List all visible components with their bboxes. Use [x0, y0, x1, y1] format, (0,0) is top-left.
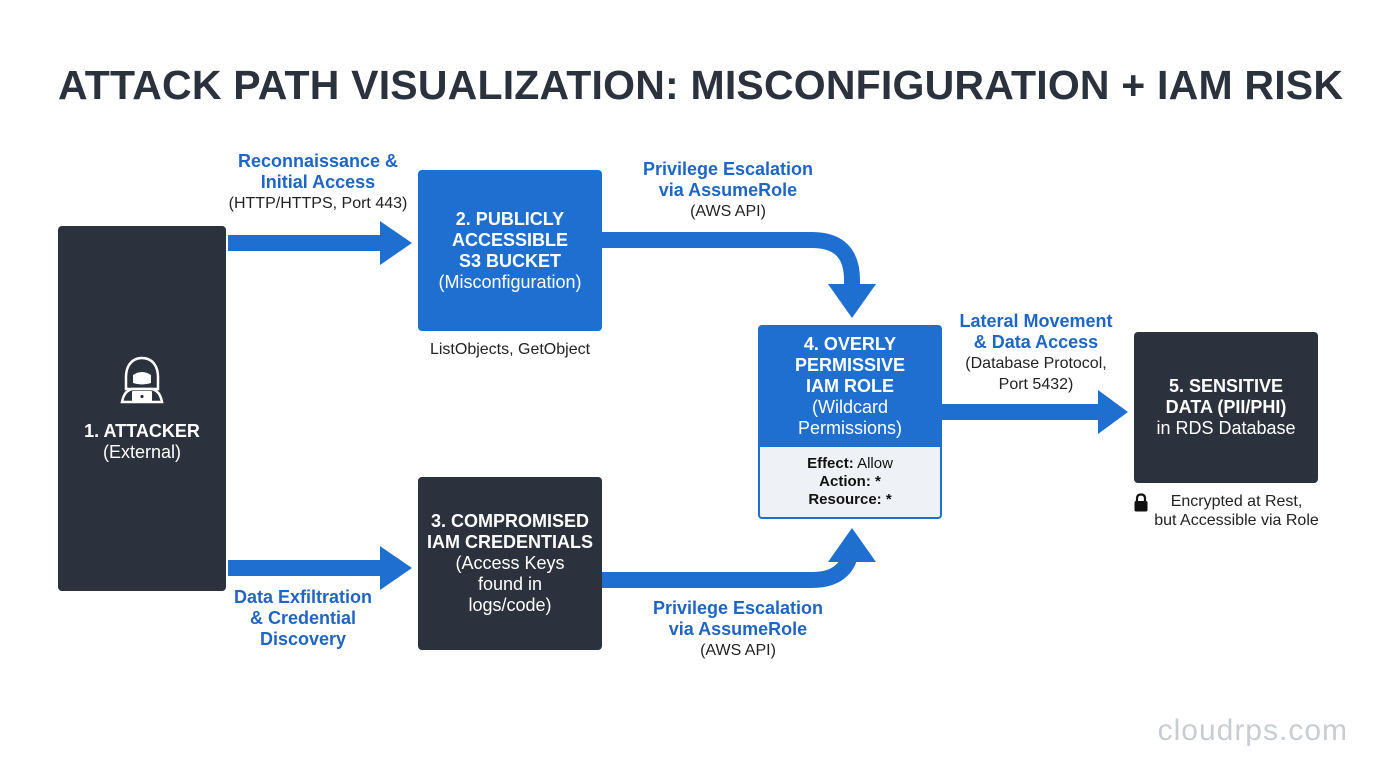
attacker-subtitle: (External): [102, 441, 182, 462]
exfil-label: Data Exfiltration & Credential Discovery: [212, 587, 394, 650]
iam-role-node: 4. OVERLY PERMISSIVE IAM ROLE (Wildcard …: [758, 325, 942, 447]
iam-role-title: 4. OVERLY PERMISSIVE IAM ROLE: [794, 333, 906, 396]
recon-arrow-shaft: [228, 235, 383, 251]
priv-top-label: Privilege Escalation via AssumeRole (AWS…: [628, 159, 828, 222]
iam-role-subtitle: (Wildcard Permissions): [797, 396, 903, 438]
lateral-detail: (Database Protocol, Port 5432): [965, 355, 1107, 393]
iam-policy-panel: Effect: Allow Action: * Resource: *: [758, 447, 942, 519]
lateral-arrow-shaft: [942, 404, 1102, 420]
priv-top-arrow-head: [828, 284, 876, 318]
exfil-arrow-shaft: [228, 560, 383, 576]
lock-icon: [1134, 493, 1148, 512]
watermark: cloudrps.com: [1157, 714, 1348, 747]
sensitive-data-note: Encrypted at Rest, but Accessible via Ro…: [1154, 493, 1319, 529]
recon-heading: Reconnaissance & Initial Access: [237, 151, 399, 192]
lateral-heading: Lateral Movement & Data Access: [959, 311, 1113, 352]
priv-bottom-arrow-path: [602, 539, 860, 588]
credentials-subtitle: (Access Keys found in logs/code): [455, 553, 565, 615]
recon-label: Reconnaissance & Initial Access (HTTP/HT…: [212, 151, 424, 214]
attacker-title: 1. ATTACKER: [84, 420, 200, 441]
priv-top-heading: Privilege Escalation via AssumeRole: [642, 159, 814, 200]
lateral-label: Lateral Movement & Data Access (Database…: [942, 311, 1130, 395]
page-title: ATTACK PATH VISUALIZATION: MISCONFIGURAT…: [58, 62, 1344, 108]
credentials-title: 3. COMPROMISED IAM CREDENTIALS: [427, 511, 593, 552]
policy-effect: Effect: Allow: [807, 455, 893, 472]
s3-bucket-subtitle: (Misconfiguration): [438, 271, 582, 292]
sensitive-data-subtitle: in RDS Database: [1156, 418, 1296, 438]
s3-bucket-note: ListObjects, GetObject: [429, 341, 591, 358]
recon-arrow-head: [380, 221, 412, 265]
recon-detail: (HTTP/HTTPS, Port 443): [228, 195, 408, 212]
exfil-heading: Data Exfiltration & Credential Discovery: [233, 587, 373, 649]
priv-top-detail: (AWS API): [690, 203, 766, 220]
exfil-arrow-head: [380, 546, 412, 590]
s3-bucket-node: 2. PUBLICLY ACCESSIBLE S3 BUCKET (Miscon…: [418, 170, 602, 331]
priv-bottom-label: Privilege Escalation via AssumeRole (AWS…: [638, 598, 838, 661]
priv-top-arrow-path: [602, 232, 860, 288]
lateral-arrow-head: [1098, 390, 1128, 434]
sensitive-data-node: 5. SENSITIVE DATA (PII/PHI) in RDS Datab…: [1134, 332, 1318, 483]
sensitive-data-note-wrap: Encrypted at Rest, but Accessible via Ro…: [1126, 492, 1326, 530]
priv-bottom-detail: (AWS API): [700, 642, 776, 659]
credentials-node: 3. COMPROMISED IAM CREDENTIALS (Access K…: [418, 477, 602, 650]
priv-bottom-heading: Privilege Escalation via AssumeRole: [652, 598, 824, 639]
s3-bucket-title: 2. PUBLICLY ACCESSIBLE S3 BUCKET: [451, 208, 568, 271]
hacker-icon: [120, 356, 164, 403]
policy-resource: Resource: *: [808, 491, 892, 508]
policy-action: Action: *: [819, 473, 881, 490]
sensitive-data-title: 5. SENSITIVE DATA (PII/PHI): [1165, 376, 1287, 417]
attacker-node: 1. ATTACKER (External): [58, 226, 226, 591]
